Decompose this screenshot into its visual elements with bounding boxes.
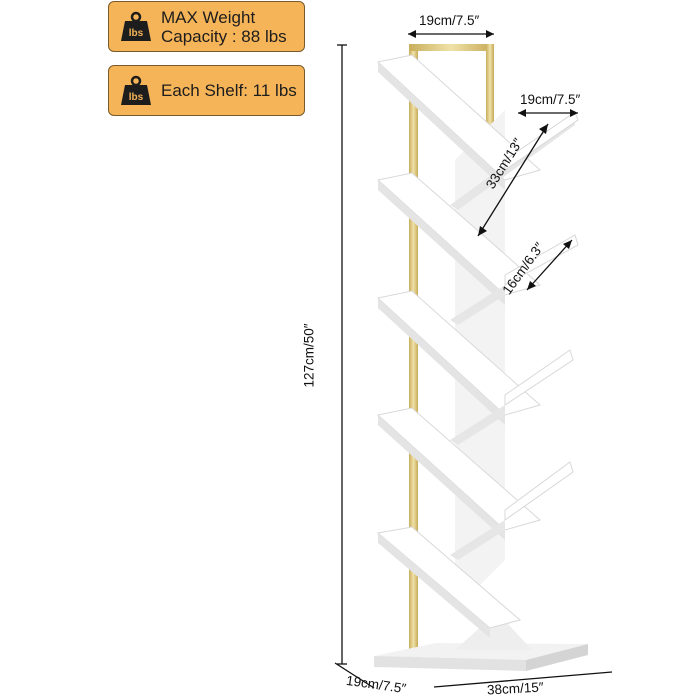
top-width-label: 19cm/7.5″ [419, 13, 480, 28]
max-weight-line1: MAX Weight [161, 7, 256, 27]
dimension-lines [334, 30, 613, 689]
max-weight-text: MAX Weight Capacity : 88 lbs [161, 8, 287, 46]
shelves [376, 54, 579, 638]
weight-icon: lbs [121, 75, 151, 105]
weight-icon-label: lbs [129, 28, 144, 39]
height-label: 127cm/50″ [301, 323, 317, 388]
each-shelf-text: Each Shelf: 11 lbs [161, 81, 297, 100]
weight-icon: lbs [121, 11, 151, 41]
each-shelf-badge: lbs Each Shelf: 11 lbs [108, 65, 305, 116]
base-width-label: 38cm/15″ [486, 679, 544, 698]
max-weight-badge: lbs MAX Weight Capacity : 88 lbs [108, 1, 305, 52]
shelf-width-label: 19cm/7.5″ [520, 92, 581, 107]
weight-icon-label: lbs [129, 92, 144, 103]
base [374, 612, 588, 671]
max-weight-line2: Capacity : 88 lbs [161, 26, 287, 46]
gold-frame [409, 44, 494, 664]
